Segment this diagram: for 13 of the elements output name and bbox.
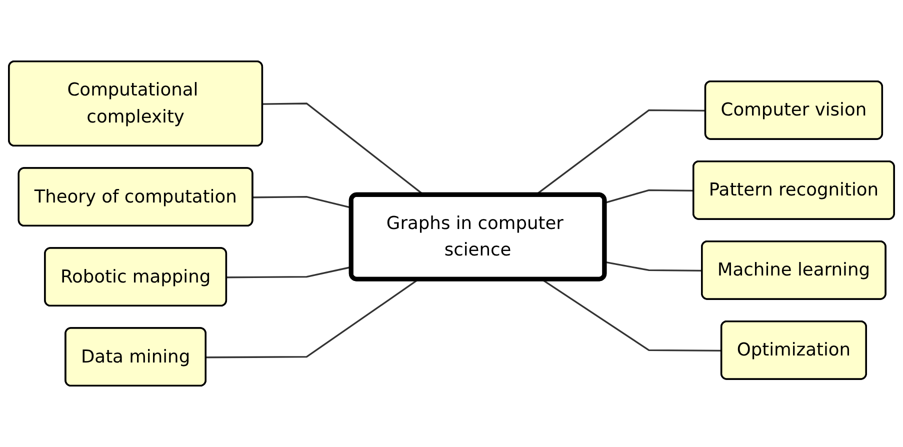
connector: [604, 261, 702, 272]
topic-box: Machine learning: [701, 240, 886, 300]
topic-box: Computational complexity: [8, 60, 264, 147]
topic-box: Theory of computation: [18, 167, 254, 227]
topic-box: Robotic mapping: [44, 247, 228, 307]
connector: [542, 278, 722, 352]
central-topic-box: Graphs in computer science: [348, 192, 607, 282]
topic-box: Computer vision: [704, 80, 884, 140]
connector: [604, 189, 694, 204]
topic-box: Pattern recognition: [692, 160, 895, 220]
topic-box: Data mining: [64, 327, 206, 387]
connector: [206, 278, 419, 358]
topic-box: Optimization: [720, 320, 867, 380]
